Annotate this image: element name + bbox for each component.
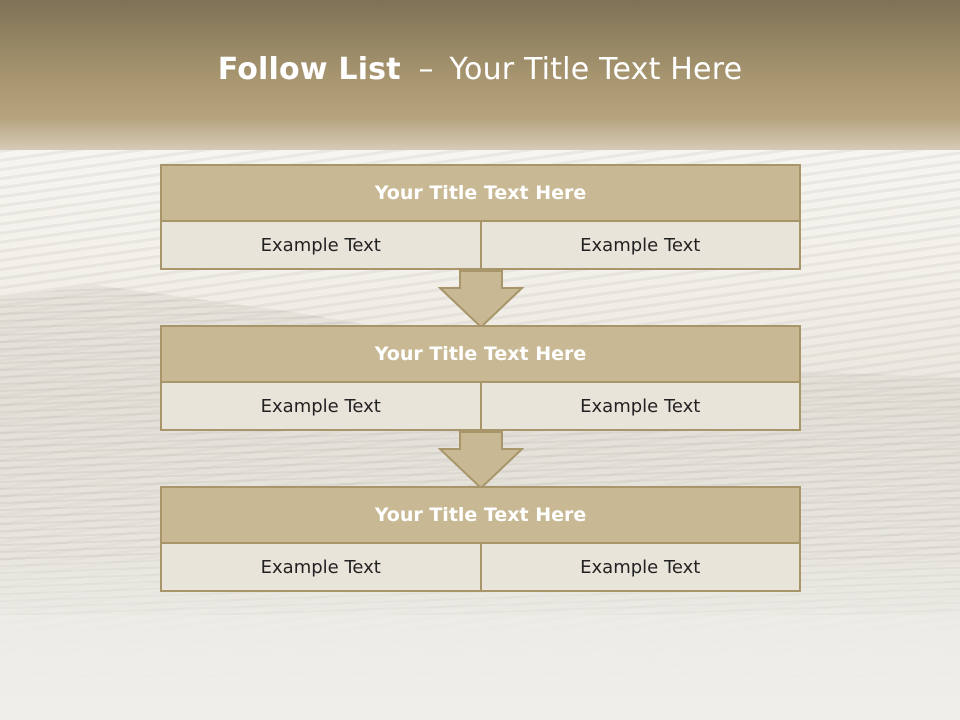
title-bold: Follow List <box>217 52 401 87</box>
block-cell-left: Example Text <box>160 381 482 431</box>
block-cell-left: Example Text <box>160 220 482 270</box>
list-block-2: Your Title Text Here Example Text Exampl… <box>160 325 801 431</box>
title-rest: Your Title Text Here <box>449 52 743 87</box>
block-cell-left: Example Text <box>160 542 482 592</box>
title-separator: – <box>418 52 434 87</box>
header-band <box>0 0 960 170</box>
down-arrow-icon <box>438 431 524 489</box>
slide-title: Follow List – Your Title Text Here <box>0 52 960 87</box>
block-title: Your Title Text Here <box>160 486 801 544</box>
block-row: Example Text Example Text <box>160 220 801 270</box>
down-arrow-icon <box>438 270 524 328</box>
block-title: Your Title Text Here <box>160 164 801 222</box>
list-block-3: Your Title Text Here Example Text Exampl… <box>160 486 801 592</box>
block-cell-right: Example Text <box>479 220 801 270</box>
list-block-1: Your Title Text Here Example Text Exampl… <box>160 164 801 270</box>
block-cell-right: Example Text <box>479 381 801 431</box>
block-row: Example Text Example Text <box>160 542 801 592</box>
block-title: Your Title Text Here <box>160 325 801 383</box>
block-cell-right: Example Text <box>479 542 801 592</box>
block-row: Example Text Example Text <box>160 381 801 431</box>
